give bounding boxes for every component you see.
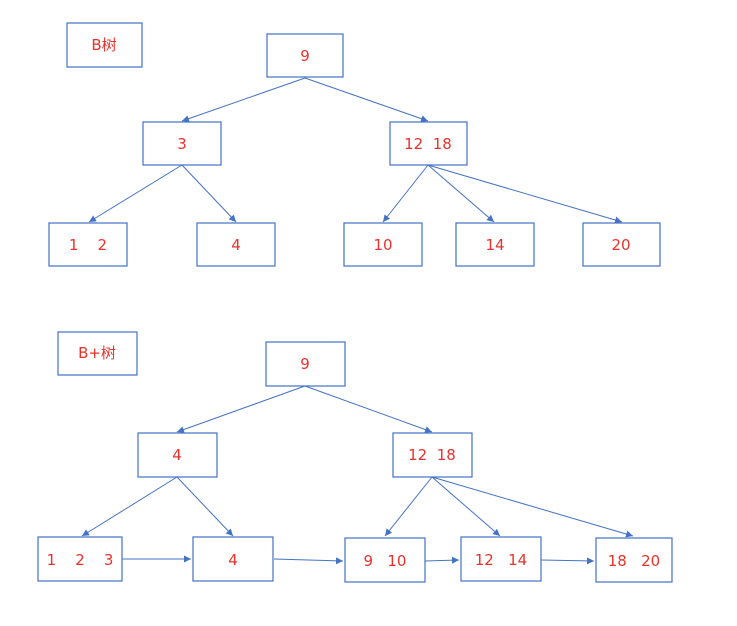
b-plus-tree-leaf-12-14-label: 12 14: [475, 551, 527, 569]
b-tree-left-internal-label: 3: [177, 135, 187, 153]
b-plus-tree-edge-right-leaf3: [431, 476, 634, 538]
b-plus-tree-right-internal-node: 12 18: [392, 432, 473, 478]
b-tree-edge-right-leaf3: [427, 164, 623, 224]
b-tree-edge-left-leaf2: [181, 164, 237, 223]
b-plus-tree-leaf-9-10-label: 9 10: [364, 552, 407, 570]
b-plus-tree-edge-right-leaf1: [384, 476, 433, 537]
b-tree-leaf-1-2-label: 1 2: [69, 236, 107, 254]
b-plus-tree-root-label: 9: [300, 355, 310, 373]
b-plus-tree: B+树 9 4 12 18: [37, 331, 673, 583]
b-tree-title-box: B树: [66, 22, 143, 68]
leaf-link-4-to-5: [540, 557, 595, 565]
b-tree-edge-root-left: [181, 77, 306, 122]
leaf-link-2-to-3: [273, 557, 344, 565]
b-plus-tree-leaf-12-14: 12 14: [460, 536, 542, 582]
b-plus-tree-edge-left-leaf2: [176, 476, 234, 537]
b-tree-leaf-10: 10: [343, 222, 423, 267]
b-tree: B树 9 3 12 18 1 2: [48, 22, 661, 267]
b-plus-tree-left-internal-label: 4: [172, 446, 182, 464]
b-plus-tree-leaf-18-20: 18 20: [595, 537, 673, 583]
b-plus-tree-leaf-4-label: 4: [228, 551, 238, 569]
b-tree-root-node: 9: [266, 33, 344, 78]
b-plus-tree-root-node: 9: [265, 341, 346, 387]
b-tree-leaf-14: 14: [455, 222, 535, 267]
b-tree-leaf-1-2: 1 2: [48, 222, 128, 267]
b-plus-tree-title: B+树: [78, 344, 116, 362]
b-tree-edge-root-right: [304, 77, 429, 122]
b-plus-tree-edge-left-leaf1: [81, 476, 178, 537]
b-plus-tree-leaf-1-2-3-label: 1 2 3: [47, 551, 114, 569]
b-tree-right-internal-node: 12 18: [389, 121, 468, 166]
b-plus-tree-left-internal-node: 4: [137, 432, 218, 478]
b-plus-tree-leaf-9-10: 9 10: [344, 537, 426, 583]
b-plus-tree-leaf-18-20-label: 18 20: [608, 552, 660, 570]
b-tree-root-label: 9: [300, 47, 310, 65]
b-tree-edges: [88, 77, 623, 224]
b-tree-left-internal-node: 3: [142, 121, 222, 166]
b-tree-leaf-10-label: 10: [373, 236, 392, 254]
b-plus-tree-right-internal-label: 12 18: [408, 446, 456, 464]
b-tree-edge-left-leaf1: [88, 164, 183, 223]
b-plus-tree-leaf-4: 4: [192, 536, 274, 582]
b-plus-tree-leaf-links: [122, 555, 595, 565]
b-tree-title: B树: [91, 36, 116, 54]
b-tree-right-internal-label: 12 18: [404, 135, 452, 153]
b-plus-tree-edge-root-right: [304, 385, 433, 433]
b-plus-tree-title-box: B+树: [57, 331, 138, 376]
b-plus-tree-leaf-1-2-3: 1 2 3: [37, 536, 123, 582]
b-tree-edge-right-leaf2: [427, 164, 495, 223]
b-plus-tree-edge-right-leaf2: [431, 476, 501, 537]
b-tree-leaf-14-label: 14: [485, 236, 504, 254]
b-tree-leaf-20: 20: [582, 222, 661, 267]
b-tree-edge-right-leaf1: [382, 164, 429, 223]
b-tree-leaf-20-label: 20: [611, 236, 630, 254]
b-plus-tree-edge-root-left: [176, 385, 306, 433]
b-tree-leaf-4-label: 4: [231, 236, 241, 254]
b-plus-tree-edges: [81, 385, 634, 538]
b-tree-leaf-4: 4: [196, 222, 276, 267]
leaf-link-3-to-4: [424, 556, 460, 564]
